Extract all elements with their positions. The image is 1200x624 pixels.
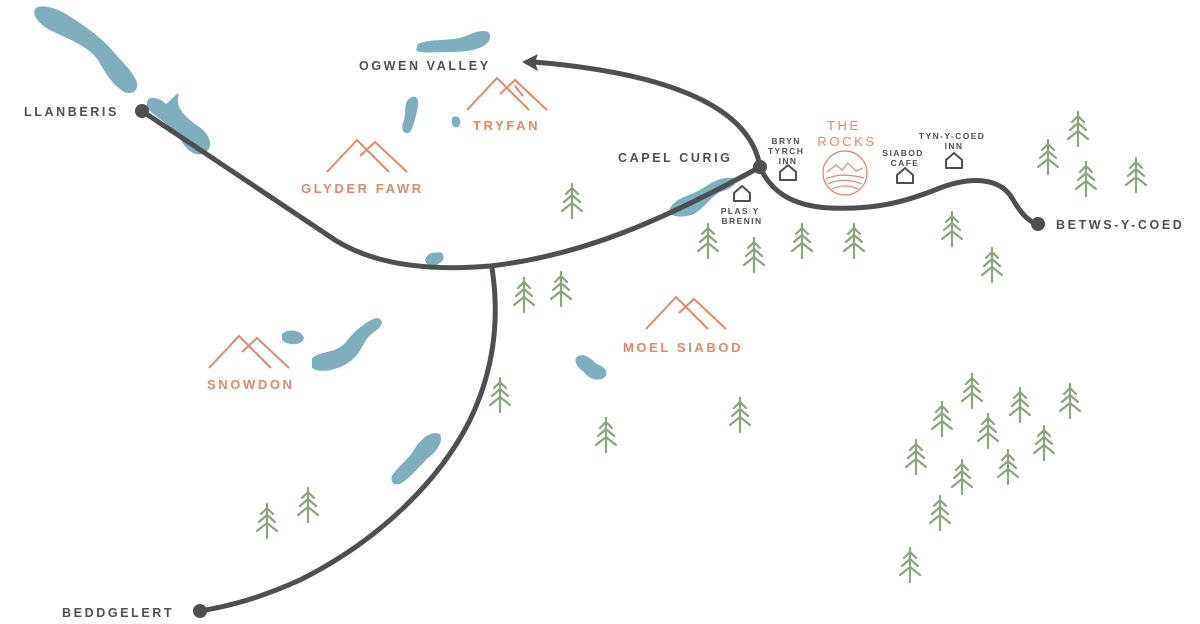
pine-tree-icon <box>1058 382 1082 420</box>
pine-tree-icon <box>1124 156 1148 194</box>
town-label-llanberis: LLANBERIS <box>24 105 119 119</box>
places <box>733 152 963 202</box>
pine-tree-icon <box>898 546 922 584</box>
pine-tree-icon <box>488 376 512 414</box>
pine-tree-icon <box>1008 386 1032 424</box>
house-icon[interactable] <box>896 167 914 184</box>
pine-tree-icon <box>512 276 536 314</box>
pine-tree-icon <box>790 222 814 260</box>
pine-tree-icon <box>1066 110 1090 148</box>
town-dot-icon[interactable] <box>193 604 207 618</box>
arrow-head-icon <box>522 54 538 71</box>
pine-tree-icon <box>960 372 984 410</box>
pine-tree-icon <box>560 182 584 220</box>
lake-moel <box>575 355 607 380</box>
pine-tree-icon <box>1074 160 1098 198</box>
town-labels: LLANBERIS OGWEN VALLEY CAPEL CURIG BETWS… <box>24 59 1184 620</box>
road-to-beddgelert <box>197 265 498 614</box>
pine-tree-icon <box>996 448 1020 486</box>
lake-padarn <box>34 6 138 94</box>
pine-tree-icon <box>594 416 618 454</box>
pine-tree-icon <box>980 246 1004 284</box>
lake-small-tryfan <box>451 116 461 128</box>
pine-tree-icon <box>1036 138 1060 176</box>
pine-tree-icon <box>940 210 964 248</box>
pine-tree-icon <box>976 412 1000 450</box>
pine-tree-icon <box>255 502 279 540</box>
town-label-ogwen-valley: OGWEN VALLEY <box>359 59 491 73</box>
town-label-beddgelert: BEDDGELERT <box>62 606 174 620</box>
mountain-icon <box>466 76 548 111</box>
place-label-tyn-y-coed-inn: TYN-Y-COED INN <box>919 131 989 151</box>
town-markers <box>135 104 1045 618</box>
lake-llydaw <box>312 318 382 371</box>
place-label-plas-y-brenin: PLAS Y BRENIN <box>721 206 764 226</box>
the-rocks-logo-icon[interactable] <box>822 150 868 196</box>
town-dot-icon[interactable] <box>1031 217 1045 231</box>
mountain-label-snowdon: SNOWDON <box>207 377 295 392</box>
road-llanberis-capel <box>139 108 763 271</box>
lake-gwynant <box>391 433 442 485</box>
town-dot-icon[interactable] <box>135 104 149 118</box>
pine-tree-icon <box>696 222 720 260</box>
place-label-bryn-tyrch-inn: BRYN TYRCH INN <box>768 136 808 166</box>
town-label-capel-curig: CAPEL CURIG <box>618 151 733 165</box>
mountain-icon <box>326 138 408 173</box>
mountains <box>208 76 727 369</box>
lake-peris <box>146 93 211 155</box>
the-rocks-label: THE ROCKS <box>817 118 876 149</box>
forest <box>255 110 1148 584</box>
mountain-label-moel-siabod: MOEL SIABOD <box>623 340 743 355</box>
road-capel-ogwen <box>531 59 763 170</box>
pine-tree-icon <box>904 438 928 476</box>
pine-tree-icon <box>930 400 954 438</box>
road-capel-betws <box>757 164 1041 227</box>
pine-tree-icon <box>549 270 573 308</box>
lake-ogwen-top <box>416 31 491 53</box>
pine-tree-icon <box>842 222 866 260</box>
mountain-icon <box>645 295 727 330</box>
pine-tree-icon <box>742 236 766 274</box>
pine-tree-icon <box>950 458 974 496</box>
mountain-label-glyder-fawr: GLYDER FAWR <box>301 181 424 196</box>
lake-snowdon-small <box>282 330 304 345</box>
town-label-betws-y-coed: BETWS-Y-COED <box>1056 218 1184 232</box>
pine-tree-icon <box>1032 424 1056 462</box>
lake-idwal <box>402 96 419 134</box>
roads <box>139 59 1041 614</box>
house-icon[interactable] <box>733 185 751 202</box>
house-icon[interactable] <box>945 152 963 169</box>
house-icon[interactable] <box>779 164 797 181</box>
town-dot-icon[interactable] <box>753 160 767 174</box>
pine-tree-icon <box>296 486 320 524</box>
mountain-label-tryfan: TRYFAN <box>473 118 540 133</box>
pine-tree-icon <box>728 396 752 434</box>
mountain-labels: TRYFAN GLYDER FAWR SNOWDON MOEL SIABOD <box>207 118 743 392</box>
mountain-icon <box>208 334 290 369</box>
place-labels: BRYN TYRCH INN PLAS Y BRENIN SIABOD CAFE… <box>721 131 989 226</box>
place-label-siabod-cafe: SIABOD CAFE <box>882 148 927 168</box>
pine-tree-icon <box>928 494 952 532</box>
